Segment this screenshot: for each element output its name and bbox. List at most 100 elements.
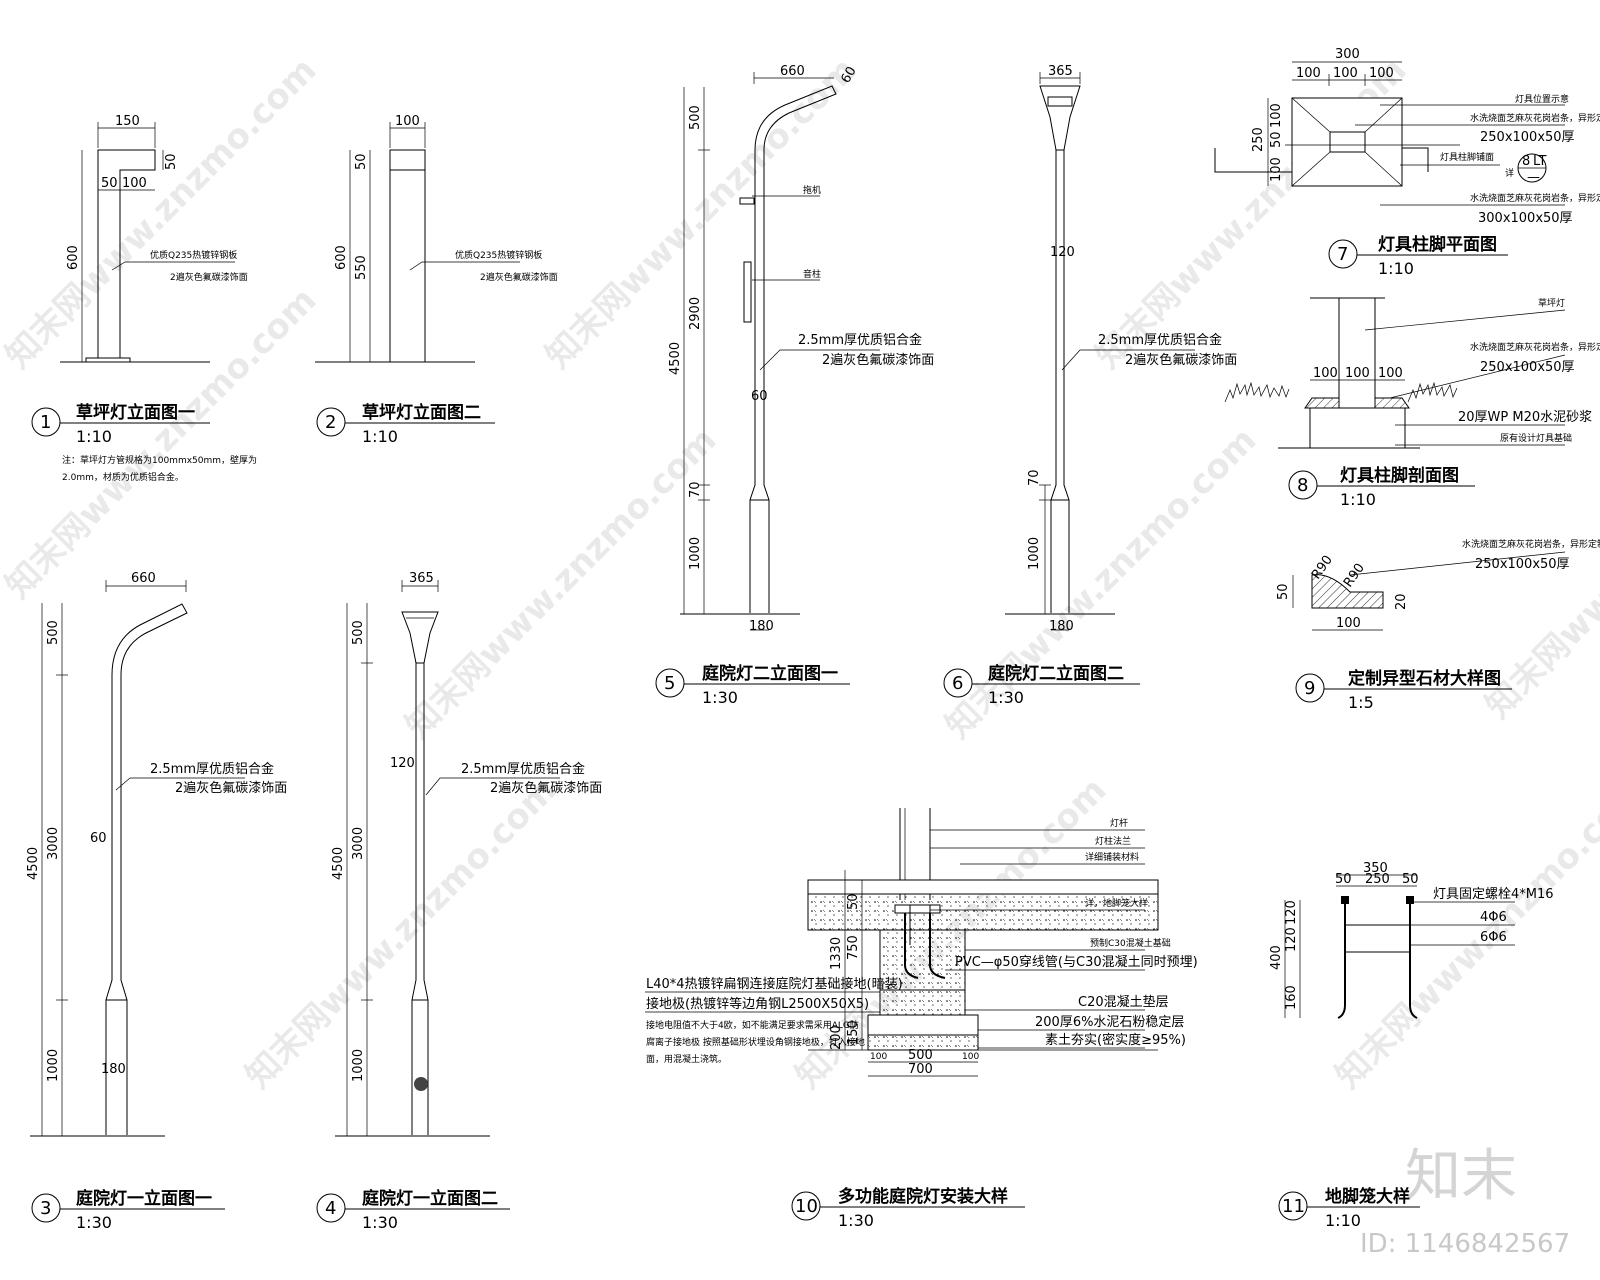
dim-label: 150 xyxy=(115,114,140,129)
legend-note: 腐离子接地极 按照基础形状埋设角钢接地极，打入接地 xyxy=(646,1036,865,1048)
dim-label: 660 xyxy=(131,571,156,586)
remark-text: 2.0mm，材质为优质铝合金。 xyxy=(62,471,184,483)
dim-label: 70 xyxy=(688,481,703,498)
note-text: 20厚WP M20水泥砂浆 xyxy=(1458,410,1592,425)
ref-label: 8 xyxy=(1522,154,1530,169)
note-text: 250x100x50厚 xyxy=(1475,557,1570,572)
note-text: 水洗烧面芝麻灰花岗岩条，异形定制 xyxy=(1470,112,1600,124)
dim-label: 100 xyxy=(1269,157,1284,182)
drawing-3-garden-light-1-elevation-1: 660 500 3000 1000 4500 60 180 2.5mm厚优质铝合… xyxy=(26,571,287,1232)
drawing-9-custom-stone-detail: R90 R90 50 100 20 水洗烧面芝麻灰花岗岩条，异形定制 250x1… xyxy=(1276,538,1600,712)
detail-number: 10 xyxy=(795,1196,818,1217)
dim-label: 180 xyxy=(749,619,774,634)
dim-label: 400 xyxy=(1269,945,1284,970)
note-text: 250x100x50厚 xyxy=(1480,360,1575,375)
note-text: 灯具固定螺栓4*M16 xyxy=(1433,887,1554,902)
dim-label: 500 xyxy=(908,1048,933,1063)
note-text: 灯杆 xyxy=(1110,817,1128,829)
note-text: 详细铺装材料 xyxy=(1085,851,1139,863)
watermark-text: 知末网www.znzmo.com xyxy=(398,420,724,746)
dim-label: 1000 xyxy=(688,537,703,570)
note-text: 草坪灯 xyxy=(1538,297,1565,309)
dim-label: 100 xyxy=(1345,366,1370,381)
note-text: 水洗烧面芝麻灰花岗岩条，异形定制 xyxy=(1470,341,1600,353)
dim-label: 20 xyxy=(1394,593,1409,610)
drawing-title: 灯具柱脚平面图 xyxy=(1378,234,1497,255)
dim-label: 365 xyxy=(1048,64,1073,79)
note-text: 2遍灰色氟碳漆饰面 xyxy=(480,271,558,283)
dim-label: 500 xyxy=(688,105,703,130)
note-text: 原有设计灯具基础 xyxy=(1500,432,1572,444)
dim-label: 1000 xyxy=(46,1049,61,1082)
dim-label: 300 xyxy=(1335,47,1360,62)
ref-label: 详 xyxy=(1505,167,1514,179)
dim-label: R90 xyxy=(1341,561,1368,591)
drawing-4-garden-light-1-elevation-2: 365 500 3000 1000 4500 120 2.5mm厚优质铝合金 2… xyxy=(316,571,602,1232)
tag-text: 音柱 xyxy=(803,268,821,280)
tag-text: 拖机 xyxy=(803,184,821,196)
dim-label: 100 xyxy=(1336,616,1361,631)
note-text: 2遍灰色氟碳漆饰面 xyxy=(170,271,248,283)
note-text: 2.5mm厚优质铝合金 xyxy=(798,332,922,348)
drawing-scale: 1:10 xyxy=(1340,490,1376,509)
detail-number: 8 xyxy=(1297,475,1308,496)
drawing-scale: 1:10 xyxy=(1378,259,1414,278)
dim-label: 60 xyxy=(838,64,859,86)
drawing-title: 庭院灯一立面图一 xyxy=(76,1188,212,1209)
drawing-title: 地脚笼大样 xyxy=(1325,1186,1410,1207)
drawing-1-lawn-light-elevation-1: 150 50 100 50 600 优质Q235热镀锌钢板 2遍灰色氟碳漆饰面 … xyxy=(31,114,257,483)
dim-label: 50 xyxy=(1276,583,1291,600)
drawing-8-pole-base-section: 100 100 100 草坪灯 水洗烧面芝麻灰花岗岩条，异形定制 250x100… xyxy=(1224,297,1600,509)
dim-label: 60 xyxy=(90,831,107,846)
dim-label: 100 xyxy=(962,1052,979,1062)
note-text: 水洗烧面芝麻灰花岗岩条，异形定制 xyxy=(1462,538,1600,550)
dim-label: 50 xyxy=(846,893,861,910)
note-text: 2.5mm厚优质铝合金 xyxy=(150,761,274,777)
dim-label: 100 xyxy=(1296,66,1321,81)
note-text: 优质Q235热镀锌钢板 xyxy=(455,249,542,261)
dim-label: 250 xyxy=(1365,872,1390,887)
detail-number: 1 xyxy=(40,412,51,433)
drawing-title: 草坪灯立面图一 xyxy=(76,402,195,423)
dim-label: 600 xyxy=(334,245,349,270)
note-text: 2.5mm厚优质铝合金 xyxy=(461,761,585,777)
dim-label: 200 xyxy=(829,1025,844,1050)
note-text: 300x100x50厚 xyxy=(1478,211,1573,226)
watermark-logo: 知末 xyxy=(1405,1144,1517,1209)
dim-label: 1330 xyxy=(829,937,844,970)
drawing-scale: 1:30 xyxy=(702,688,738,707)
dim-label: 1000 xyxy=(351,1049,366,1082)
drawing-scale: 1:10 xyxy=(76,427,112,446)
note-text: 灯柱法兰 xyxy=(1095,835,1131,847)
dim-label: 120 xyxy=(390,756,415,771)
note-text: 2遍灰色氟碳漆饰面 xyxy=(1125,352,1237,368)
note-text: 200厚6%水泥石粉稳定层 xyxy=(1035,1014,1184,1030)
drawing-11-anchor-cage-detail: 350 50 250 50 400 120 120 160 灯具固定螺栓4*M1… xyxy=(1269,861,1554,1230)
dim-label: 600 xyxy=(66,245,81,270)
note-text: 水洗烧面芝麻灰花岗岩条，异形定制 xyxy=(1470,192,1600,204)
drawing-scale: 1:10 xyxy=(362,427,398,446)
note-text: 灯具柱脚铺面 xyxy=(1440,151,1494,163)
drawing-scale: 1:10 xyxy=(1325,1211,1361,1230)
dim-label: 100 xyxy=(1369,66,1394,81)
dim-label: 2900 xyxy=(688,297,703,330)
dim-label: 100 xyxy=(1378,366,1403,381)
note-text: 预制C30混凝土基础 xyxy=(1090,937,1171,949)
note-text: 素土夯实(密实度≥95%) xyxy=(1045,1032,1186,1048)
drawing-6-garden-light-2-elevation-2: 365 120 70 1000 2.5mm厚优质铝合金 2遍灰色氟碳漆饰面 18… xyxy=(943,64,1237,707)
drawing-scale: 1:30 xyxy=(76,1213,112,1232)
dim-label: 750 xyxy=(846,935,861,960)
detail-number: 2 xyxy=(325,412,336,433)
drawing-scale: 1:30 xyxy=(988,688,1024,707)
dim-label: 365 xyxy=(409,571,434,586)
dim-label: 4500 xyxy=(331,847,346,880)
dim-label: 120 xyxy=(1284,900,1299,925)
dim-label: 50 xyxy=(1402,872,1419,887)
dim-label: 120 xyxy=(1284,927,1299,952)
note-text: 2.5mm厚优质铝合金 xyxy=(1098,332,1222,348)
note-text: PVC—φ50穿线管(与C30混凝土同时预埋) xyxy=(955,954,1198,970)
dim-label: 500 xyxy=(46,620,61,645)
watermark-text: 知末网www.znzmo.com xyxy=(238,770,564,1096)
dim-label: 3000 xyxy=(351,827,366,860)
